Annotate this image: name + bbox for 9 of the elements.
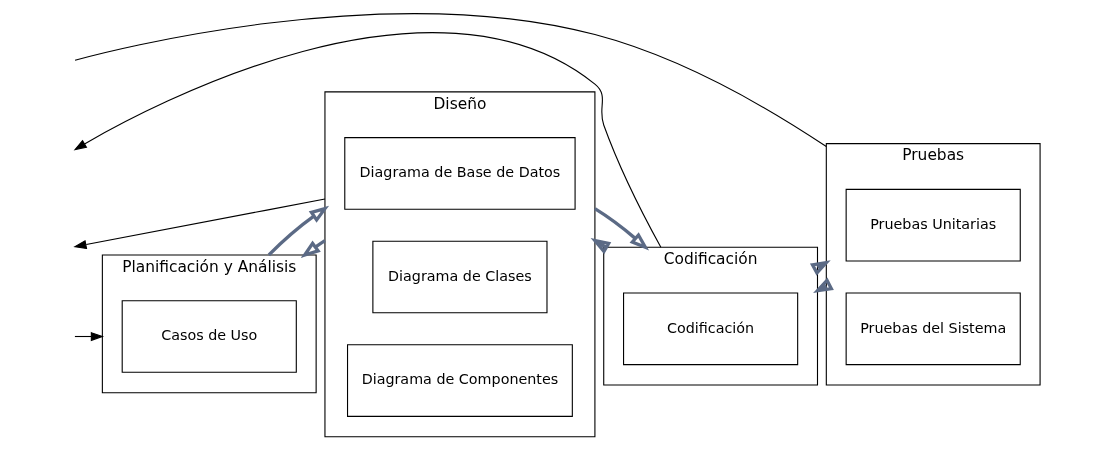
connector <box>74 12 827 147</box>
node-box: Diagrama de Componentes <box>347 343 573 417</box>
node-box: Pruebas Unitarias <box>845 188 1021 262</box>
node-box: Diagrama de Clases <box>372 240 548 313</box>
node-box: Codificación <box>623 291 799 365</box>
arrow <box>267 205 330 256</box>
node-box: Casos de Uso <box>121 299 297 373</box>
node-box: Diagrama de Base de Datos <box>344 136 576 210</box>
node-box: Pruebas del Sistema <box>845 291 1021 365</box>
